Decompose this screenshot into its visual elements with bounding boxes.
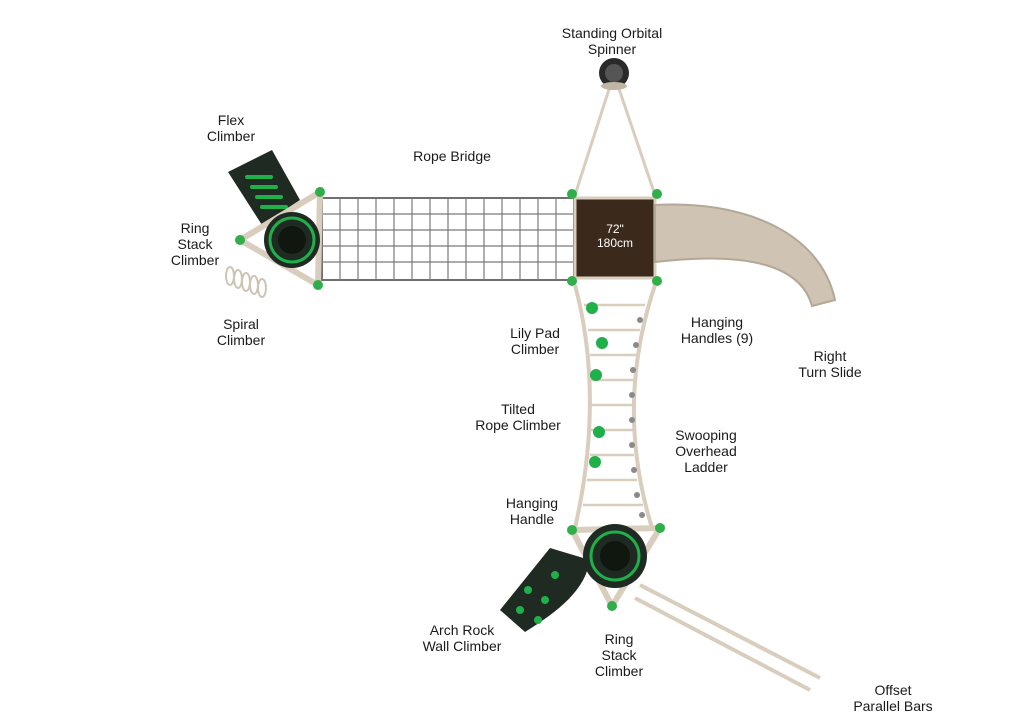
swooping-overhead-ladder [573, 284, 657, 529]
right-turn-slide [654, 203, 837, 308]
offset-parallel-bars [634, 583, 821, 692]
left-tower [234, 186, 325, 291]
bottom-tower [567, 523, 666, 613]
deck-height: 72" 180cm [585, 222, 645, 250]
spiral-climber [225, 266, 267, 298]
rope-bridge [321, 197, 575, 281]
main-deck [567, 189, 662, 286]
label-rope-bridge: Rope Bridge [413, 148, 491, 164]
arch-rock-wall-climber [500, 548, 590, 632]
standing-orbital-spinner [573, 58, 657, 196]
flex-climber [228, 150, 300, 225]
deck-height-in: 72" [606, 222, 624, 236]
deck-height-cm: 180cm [596, 236, 634, 250]
